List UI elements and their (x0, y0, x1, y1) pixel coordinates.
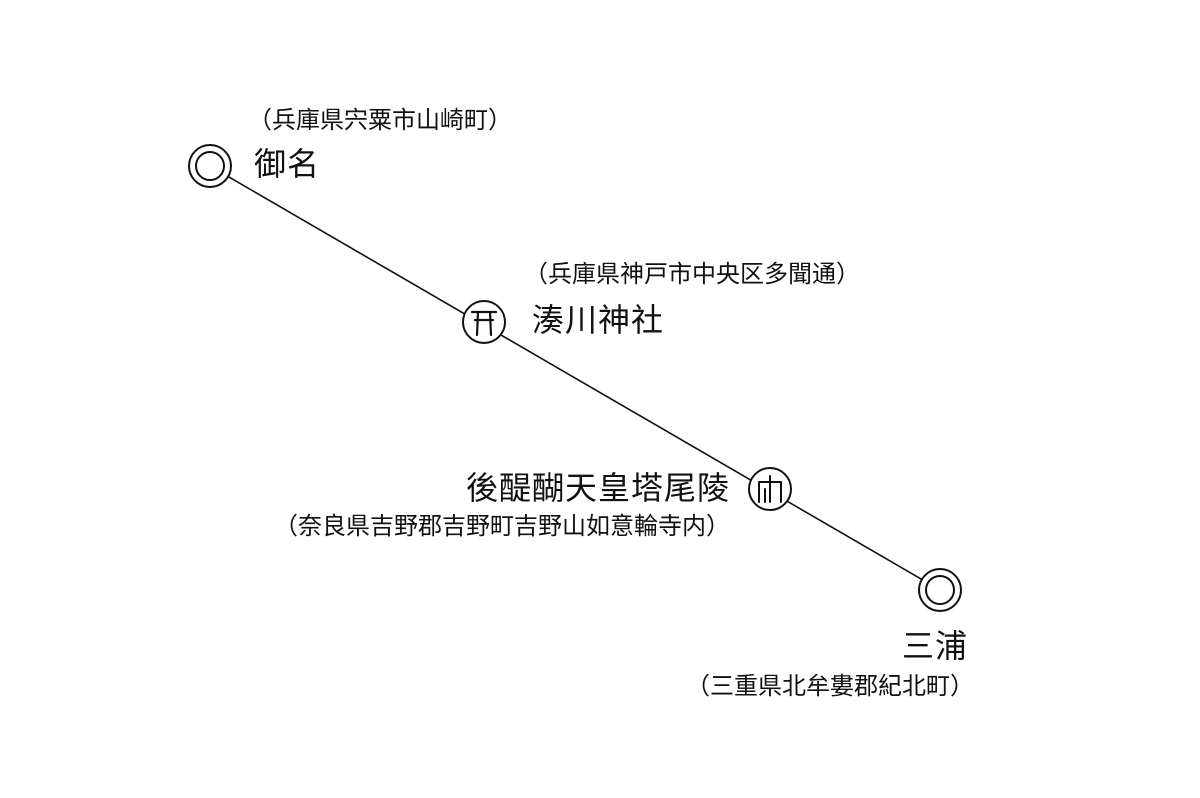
place-name-minatogawa: 湊川神社 (532, 301, 665, 339)
place-name-godaigo: 後醍醐天皇塔尾陵 (465, 469, 730, 507)
route-line (209, 165, 941, 591)
place-address-miura: （三重県北牟婁郡紀北町） (686, 672, 974, 700)
place-name-mina: 御名 (254, 145, 321, 183)
place-address-mina: （兵庫県宍粟市山崎町） (248, 106, 512, 134)
double-circle-icon (188, 144, 232, 188)
place-name-miura: 三浦 (901, 627, 968, 665)
place-address-godaigo: （奈良県吉野郡吉野町吉野山如意輪寺内） (274, 512, 730, 540)
double-circle-icon (918, 568, 962, 612)
shrine-torii-icon (462, 300, 506, 344)
place-address-minatogawa: （兵庫県神戸市中央区多聞通） (524, 260, 860, 288)
imperial-tomb-icon (748, 467, 792, 511)
